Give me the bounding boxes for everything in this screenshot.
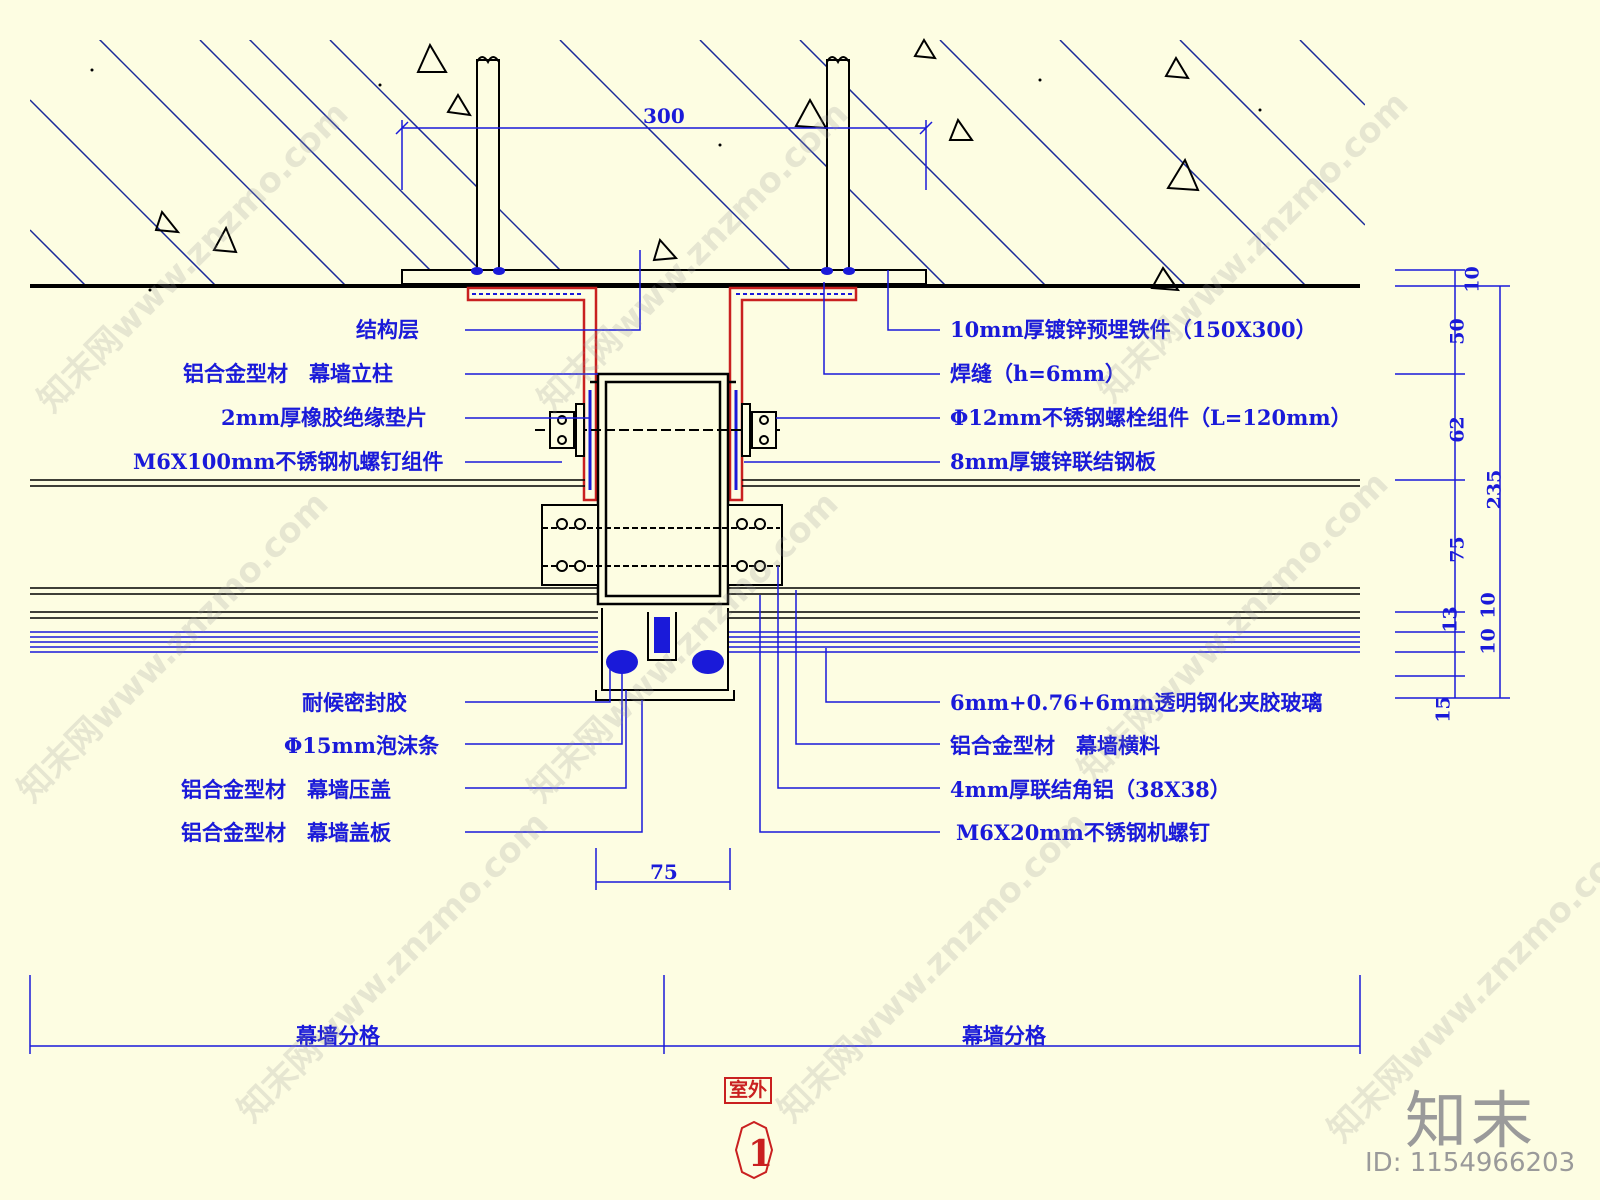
leaders-right xyxy=(744,270,940,833)
label-bolt-assembly: Φ12mm不锈钢螺栓组件（L=120mm） xyxy=(950,405,1352,430)
label-weld: 焊缝（h=6mm） xyxy=(950,361,1126,386)
dim-text-300: 300 xyxy=(643,104,685,128)
label-structure-layer: 结构层 xyxy=(356,317,419,342)
weld-blobs xyxy=(471,267,855,275)
dim-text-right-13: 13 xyxy=(1439,606,1462,633)
steel-brackets xyxy=(466,286,858,502)
label-embedded-plate: 10mm厚镀锌预埋铁件（150X300） xyxy=(950,317,1317,342)
embedded-plate xyxy=(401,269,927,285)
label-m6x20-screw: M6X20mm不锈钢机螺钉 xyxy=(956,820,1210,845)
label-mullion: 铝合金型材 幕墙立柱 xyxy=(183,361,393,386)
image-id: ID: 1154966203 xyxy=(1365,1148,1576,1178)
label-module-left: 幕墙分格 xyxy=(296,1023,380,1048)
dim-text-75: 75 xyxy=(650,860,678,884)
aggregate-triangles xyxy=(154,38,1200,292)
dim-right xyxy=(1395,269,1510,699)
dim-75 xyxy=(595,848,731,890)
dim-text-right-50: 50 xyxy=(1446,318,1469,345)
dim-text-right-235: 235 xyxy=(1483,469,1506,510)
concrete-structure-hatch xyxy=(30,40,1365,285)
aggregate-dots xyxy=(90,68,1262,292)
through-bolt xyxy=(535,403,780,457)
mullion xyxy=(590,372,736,606)
detail-number: 1 xyxy=(748,1133,774,1175)
dim-300 xyxy=(395,120,933,190)
dim-text-right-75: 75 xyxy=(1446,536,1469,563)
label-m6x100-screw: M6X100mm不锈钢机螺钉组件 xyxy=(133,449,444,474)
anchor-bars xyxy=(476,56,850,281)
label-connection-steel-plate: 8mm厚镀锌联结钢板 xyxy=(950,449,1157,474)
label-rubber-pad: 2mm厚橡胶绝缘垫片 xyxy=(221,405,428,430)
connection-plate xyxy=(541,504,783,586)
label-module-right: 幕墙分格 xyxy=(962,1023,1046,1048)
transom-lines xyxy=(30,479,1360,619)
brand-logo: 知末 xyxy=(1405,1084,1538,1157)
pressure-plate-and-cover xyxy=(595,608,735,701)
dim-text-right-62: 62 xyxy=(1446,416,1469,443)
label-pressure-cap: 铝合金型材 幕墙压盖 xyxy=(181,777,391,802)
dim-text-right-10c: 10 xyxy=(1477,628,1500,655)
dim-text-right-15: 15 xyxy=(1432,696,1455,723)
label-cover-plate: 铝合金型材 幕墙盖板 xyxy=(181,820,391,845)
rubber-pads xyxy=(588,390,738,490)
leaders-left xyxy=(465,250,643,833)
glass-panes xyxy=(30,631,1360,653)
outdoor-tag: 室外 xyxy=(724,1077,773,1104)
dim-text-right-10a: 10 xyxy=(1461,266,1484,293)
label-laminated-glass: 6mm+0.76+6mm透明钢化夹胶玻璃 xyxy=(950,690,1323,715)
sealant-foam xyxy=(606,650,724,674)
dim-modules xyxy=(29,975,1361,1054)
detail-marker-outline xyxy=(734,1120,774,1180)
label-foam-rod: Φ15mm泡沫条 xyxy=(284,733,439,758)
label-angle-aluminum: 4mm厚联结角铝（38X38） xyxy=(950,777,1231,802)
dim-text-right-10b: 10 xyxy=(1477,592,1500,619)
label-transom: 铝合金型材 幕墙横料 xyxy=(950,733,1160,758)
label-sealant: 耐候密封胶 xyxy=(302,690,407,715)
